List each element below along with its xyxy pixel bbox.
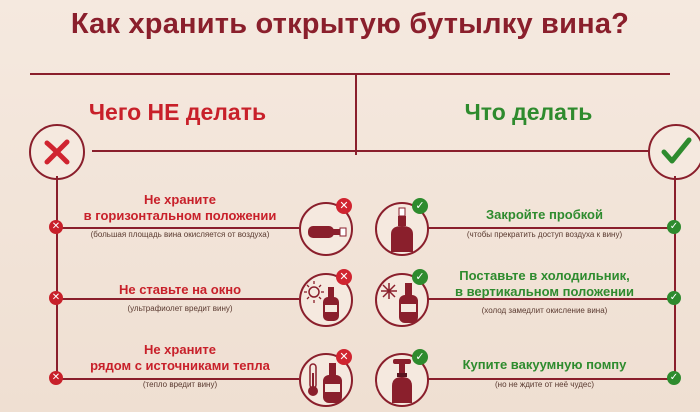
dont-item-2-title: Не ставьте на окно	[118, 282, 242, 297]
divider	[66, 227, 298, 228]
do-connector-3	[425, 378, 674, 380]
divider	[445, 227, 657, 228]
bottle-vacuum-pump-icon	[375, 353, 429, 407]
do-connector-2	[425, 298, 674, 300]
title-divider	[30, 73, 670, 75]
do-item-2-title: Поставьте в холодильник, в вертикальном …	[454, 268, 635, 299]
dont-rail	[56, 176, 58, 381]
dont-item-1-note: (большая площадь вина окисляется от возд…	[90, 230, 270, 239]
check-badge-icon: ✓	[412, 349, 428, 365]
cross-dot-icon: ✕	[49, 291, 63, 305]
do-item-3-title: Купите вакуумную помпу	[462, 357, 627, 372]
dont-connector-3	[56, 378, 299, 380]
dont-item-1-title: Не храните в горизонтальном положении	[83, 192, 277, 223]
do-item-1-title: Закройте пробкой	[486, 207, 603, 222]
do-item-1-note: (чтобы прекратить доступ воздуха к вину)	[466, 230, 623, 239]
cross-dot-icon: ✕	[49, 371, 63, 385]
do-item-2-note: (холод замедлит окисление вина)	[481, 306, 608, 315]
page-title: Как хранить открытую бутылку вина?	[70, 8, 630, 40]
header-line	[92, 150, 654, 152]
column-divider	[355, 75, 357, 155]
check-dot-icon: ✓	[667, 371, 681, 385]
do-rail	[674, 176, 676, 381]
cross-badge-icon: ✕	[336, 269, 352, 285]
do-connector-1	[425, 227, 674, 229]
dont-header: Чего НЕ делать	[88, 99, 267, 125]
cross-dot-icon: ✕	[49, 220, 63, 234]
check-badge-icon: ✓	[412, 269, 428, 285]
do-header: Что делать	[464, 99, 593, 125]
check-badge-icon: ✓	[412, 198, 428, 214]
check-icon	[648, 124, 700, 180]
check-dot-icon: ✓	[667, 291, 681, 305]
cross-badge-icon: ✕	[336, 349, 352, 365]
bottle-thermometer-icon	[299, 353, 353, 407]
cross-icon	[29, 124, 85, 180]
dont-item-3-title: Не храните рядом с источниками тепла	[90, 342, 270, 373]
dont-item-3-note: (тепло вредит вину)	[142, 380, 218, 389]
dont-connector-1	[56, 227, 299, 229]
check-dot-icon: ✓	[667, 220, 681, 234]
bottle-cork-icon	[375, 202, 429, 256]
dont-connector-2	[56, 298, 299, 300]
cross-badge-icon: ✕	[336, 198, 352, 214]
dont-item-2-note: (ультрафиолет вредит вину)	[127, 304, 233, 313]
do-item-3-note: (но не ждите от неё чудес)	[495, 380, 594, 389]
